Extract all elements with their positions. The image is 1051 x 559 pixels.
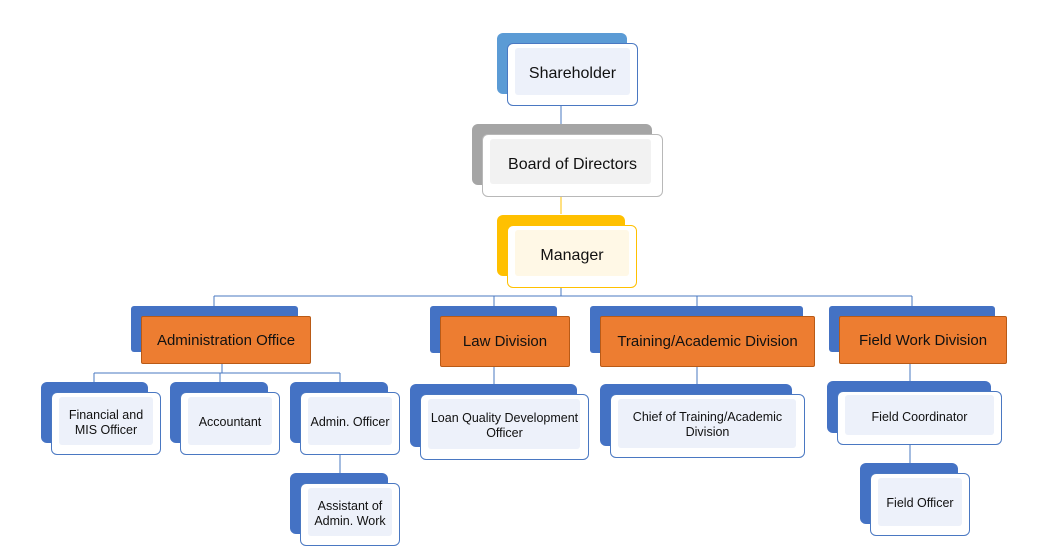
node-assistant-admin-work: Assistant of Admin. Work <box>290 473 400 546</box>
node-field-officer: Field Officer <box>860 463 970 536</box>
training-academic-division-label: Training/Academic Division <box>600 316 815 367</box>
manager-label: Manager <box>540 246 604 264</box>
node-training-academic-division: Training/Academic Division <box>590 306 815 367</box>
node-field-work-division: Field Work Division <box>829 306 1007 364</box>
assistant-admin-work-label: Assistant of Admin. Work <box>314 498 386 528</box>
node-manager: Manager <box>497 215 637 288</box>
law-division-label: Law Division <box>440 316 570 367</box>
node-field-coordinator: Field Coordinator <box>827 381 1002 445</box>
accountant-label: Accountant <box>198 415 262 429</box>
board-of-directors-label: Board of Directors <box>508 155 637 173</box>
node-admin-officer: Admin. Officer <box>290 382 400 455</box>
node-shareholder: Shareholder <box>497 33 638 106</box>
node-administration-office: Administration Office <box>131 306 311 364</box>
field-work-division-label: Field Work Division <box>839 316 1007 364</box>
node-board-of-directors: Board of Directors <box>472 124 663 197</box>
chief-training-academic-label: Chief of Training/Academic Division <box>632 410 783 439</box>
loan-quality-officer-label: Loan Quality Development Officer <box>430 410 579 440</box>
administration-office-label: Administration Office <box>141 316 311 364</box>
node-chief-training-academic: Chief of Training/Academic Division <box>600 384 805 458</box>
node-accountant: Accountant <box>170 382 280 455</box>
node-law-division: Law Division <box>430 306 570 367</box>
node-loan-quality-officer: Loan Quality Development Officer <box>410 384 589 460</box>
field-officer-label: Field Officer <box>886 496 954 510</box>
admin-officer-label: Admin. Officer <box>310 415 390 429</box>
field-coordinator-label: Field Coordinator <box>871 409 968 424</box>
node-financial-mis-officer: Financial and MIS Officer <box>41 382 161 455</box>
shareholder-label: Shareholder <box>528 64 617 82</box>
financial-mis-officer-label: Financial and MIS Officer <box>68 407 144 437</box>
